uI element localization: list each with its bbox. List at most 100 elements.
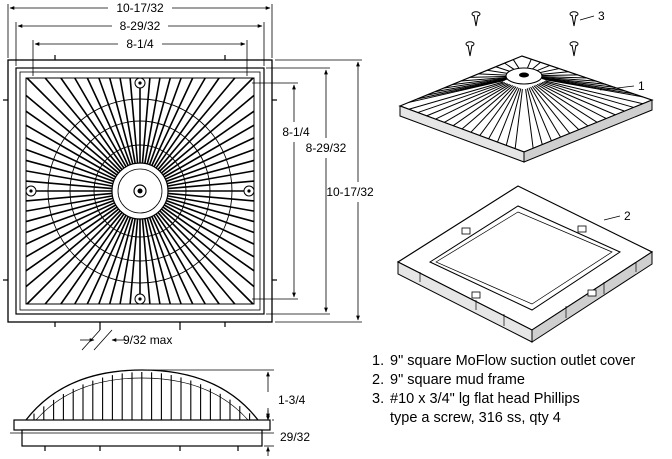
screws [465,11,579,57]
iso-rib [434,78,509,93]
grate-spoke [74,77,127,168]
legend-text: 9" square MoFlow suction outlet cover [390,353,636,369]
iso-rib [470,85,515,133]
dim-flange-height: 29/32 [280,430,310,444]
grate-spoke [160,94,255,174]
grate-spoke [25,208,120,288]
dim-overall-width: 10-17/32 [116,1,164,15]
grate-spoke [25,192,113,202]
grate-spoke [162,110,255,176]
grate-spoke [129,77,139,164]
iso-rib [514,89,523,149]
iso-rib [460,76,513,82]
grate-spoke [60,77,125,169]
iso-rib [525,88,534,149]
dome-outline [25,369,259,421]
dim-dome-height: 1-3/4 [278,393,306,407]
legend-item-2: 2. 9" square mud frame [372,371,672,390]
legend-text: 9" square mud frame [390,372,525,388]
iso-rib [461,85,514,130]
grate-spoke [25,159,114,185]
iso-rib [417,82,506,114]
callout-3: 3 [598,9,605,23]
grate-spoke [25,180,113,190]
grate-spoke [162,206,255,272]
dim-tab-gap: 9/32 max [123,333,172,347]
grate-spoke [25,94,120,174]
grate-spoke [167,170,255,187]
grate-spoke [144,218,161,305]
grate-spoke [86,77,129,166]
dim-frame-width: 8-29/32 [120,19,161,33]
iso-rib [526,88,543,145]
top-view [3,55,277,330]
grate-spoke [25,170,113,187]
grate-spoke [163,204,255,258]
grate-spoke [166,159,255,185]
grate-spoke [60,213,125,305]
iso-rib [538,83,607,120]
grate-spoke [155,77,220,169]
dim-frame-height: 8-29/32 [306,141,347,155]
callout-2: 2 [624,209,631,223]
side-view [10,369,274,451]
grate-spoke [26,77,121,172]
grate-spoke [25,202,115,245]
grate-spoke [165,202,255,245]
iso-rib [538,76,606,85]
iso-rib [443,77,510,89]
flange-tabs [3,55,277,330]
legend-num: 2. [372,372,385,388]
grate-spoke [25,206,118,272]
legend-num: 1. [372,353,385,369]
legend-num: 3. [372,391,385,407]
dim-grate-height: 8-1/4 [282,125,310,139]
grate-spoke [25,199,114,234]
grate-spoke [98,77,132,165]
iso-rib [543,81,634,108]
iso-rib [488,87,519,140]
iso-rib [541,81,625,112]
iso-rib [426,82,507,117]
iso-rib [444,83,510,123]
side-flange [13,419,271,431]
grate-spoke [157,77,236,171]
dim-overall-height: 10-17/32 [326,185,374,199]
dim-grate-width: 8-1/4 [126,37,154,51]
iso-rib [417,79,505,100]
iso-rib [540,77,615,88]
grate-spoke [163,124,255,178]
grate-spoke [159,210,254,305]
grate-spoke [167,192,255,202]
iso-rib [496,87,520,143]
grate-spoke [25,204,117,258]
grate-spoke [166,197,255,223]
iso-rib [528,87,552,142]
grate-spoke [108,217,134,305]
legend-item-3-continuation: type a screw, 316 ss, qty 4 [390,410,561,426]
iso-rib [452,84,512,127]
grate-spoke [44,77,123,171]
legend-item-1: 1. 9" square MoFlow suction outlet cover [372,352,672,371]
vertical-dimensions [252,59,362,323]
iso-rib [545,79,643,98]
grate-spoke [25,137,115,180]
iso-cover [398,55,654,163]
grate-spoke [141,218,151,305]
grate-spoke [146,217,172,305]
grate-spoke [119,77,136,164]
legend-text: #10 x 3/4" lg flat head Phillips [390,391,580,407]
iso-rib [479,86,517,136]
grate-spoke [25,124,117,178]
iso-rib [408,81,504,110]
grate-spoke [44,211,123,305]
grate-spoke [159,77,254,172]
grate-spoke [119,218,136,305]
iso-rib [530,86,562,138]
grate-spoke [167,180,255,190]
grate-spoke [141,77,151,164]
grate-spoke [166,199,255,234]
grate-spoke [151,77,194,166]
dome-ribs [33,372,251,420]
